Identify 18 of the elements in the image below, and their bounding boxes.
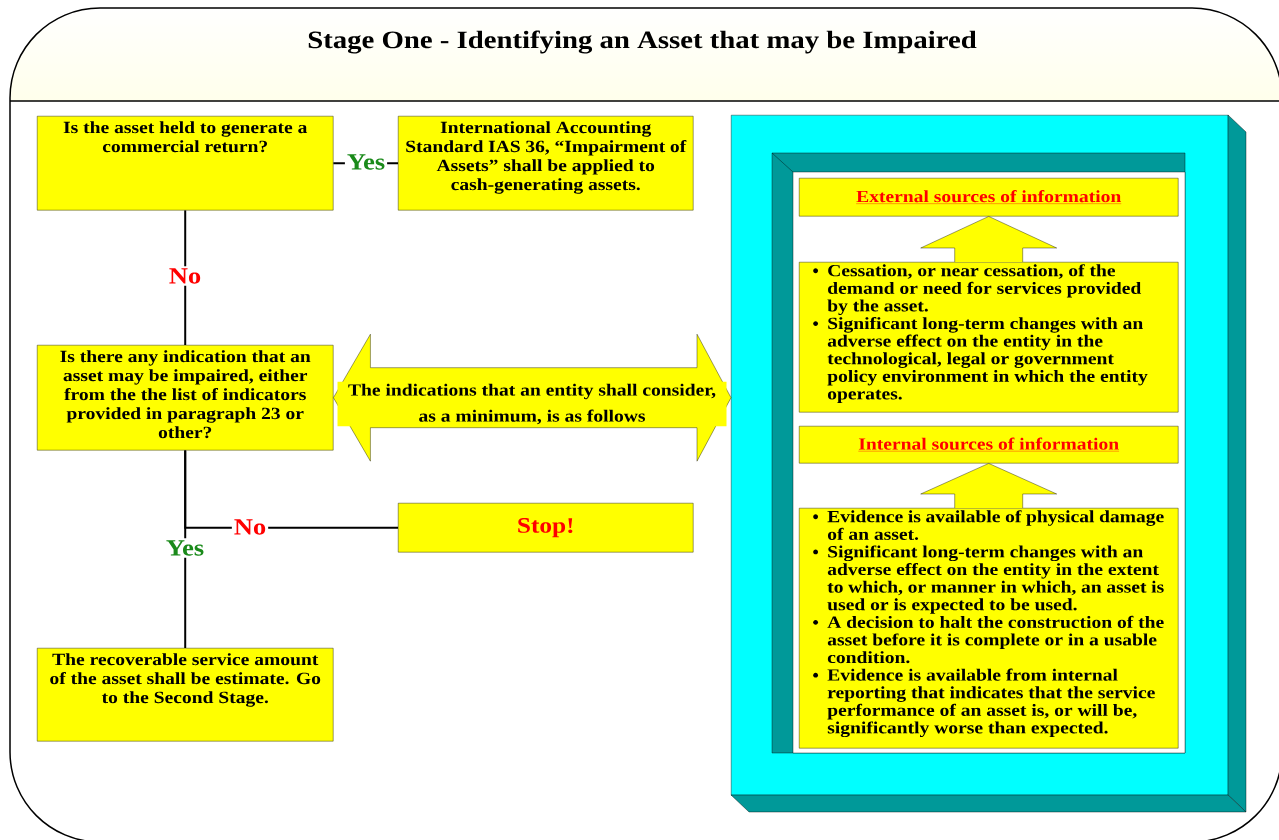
bullet-list-box: Evidence is available of physical damage of an asset. Significant long-term changes with an adverse effect on the entity in the extent to which, or manner in which, an asset is used or is expected to be used. A decision to halt the construction of the asset before it is complete or in a usable condition. Evidence is available from internal reporting that indicates that the service performance of an asset is, or will be, significantly worse than expected. [799,508,1179,749]
heading-box: External sources of information [799,178,1179,217]
stop-box: Stop! [398,503,694,553]
edge-label: The indications that an entity shall consider, as a minimum, is as follows [337,381,727,427]
edge-label: No [231,517,269,537]
process-box: The recoverable service amount of the asset shall be estimate. Go to the Second Stage. [37,648,334,742]
edge-label: No [166,266,204,286]
edge-label: Yes [163,538,207,558]
process-box: International Accounting Standard IAS 36, “Impairment of Assets” shall be applied to cash-generating assets. [398,116,694,211]
bullet-list-box: Cessation, or near cessation, of the demand or need for services provided by the asset. Significant long-term changes with an adverse effect on the entity in the technological, legal or government policy environment in which the entity operates. [799,262,1179,413]
edge-label: Yes [344,152,388,172]
connector-line [184,449,187,649]
process-box: Is the asset held to generate a commercial return? [37,116,334,211]
title: Stage One - Identifying an Asset that may be Impaired [308,30,977,54]
block-arrow [920,463,1057,509]
process-box: Is there any indication that an asset may be impaired, either from the the list of indicators provided in paragraph 23 or other? [37,345,334,451]
block-arrow [920,216,1057,263]
heading-box: Internal sources of information [799,426,1179,464]
